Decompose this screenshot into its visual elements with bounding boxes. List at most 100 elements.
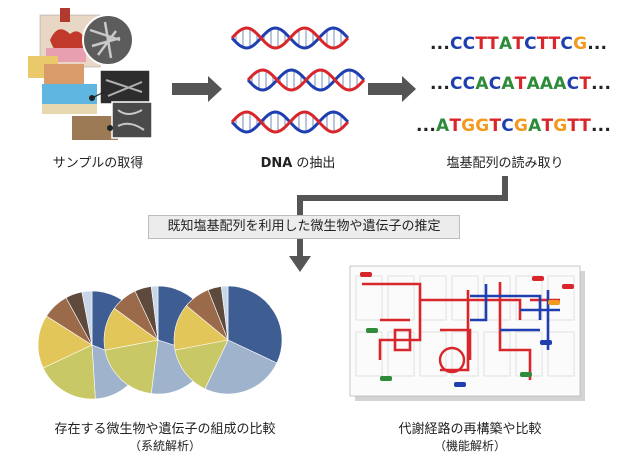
sequence-base: T bbox=[489, 116, 502, 136]
sequence-base: G bbox=[513, 116, 529, 136]
sequence-base: C bbox=[560, 34, 574, 54]
sequence-base: C bbox=[501, 116, 514, 136]
sequence-base: A bbox=[528, 116, 542, 136]
pathway-grid bbox=[483, 331, 511, 377]
pathway-blue bbox=[470, 284, 488, 322]
sequence-base: A bbox=[526, 74, 540, 94]
pie-slice bbox=[150, 285, 159, 341]
sequence-base: C bbox=[488, 74, 502, 94]
sequence-base: T bbox=[475, 34, 488, 54]
pie-slice bbox=[104, 339, 159, 394]
pathway-grid bbox=[451, 331, 479, 377]
label-sample: サンプルの取得 bbox=[52, 156, 144, 171]
label-composition: 存在する微生物や遺伝子の組成の比較 bbox=[54, 422, 276, 437]
sequence-base: T bbox=[567, 116, 580, 136]
sequence-prefix: ... bbox=[430, 34, 450, 54]
pie-slice bbox=[42, 344, 96, 400]
pathway-grid bbox=[387, 331, 415, 377]
sequence-base: C bbox=[566, 74, 580, 94]
pathway-grid bbox=[547, 331, 575, 377]
pathway-marker bbox=[454, 382, 466, 387]
pathway-red bbox=[440, 290, 470, 372]
pathway-red bbox=[362, 282, 470, 302]
sequence-suffix: ... bbox=[587, 34, 608, 54]
sequence-base: G bbox=[573, 34, 588, 54]
sequence-base: T bbox=[579, 116, 591, 136]
sequence-read-3: ...ATGGTCGATGTT... bbox=[416, 116, 611, 136]
pathway-marker bbox=[532, 276, 544, 281]
label-dna-suffix: の抽出 bbox=[292, 156, 336, 171]
dna-helices bbox=[230, 26, 366, 134]
sequence-base: C bbox=[449, 34, 463, 54]
sequence-base: A bbox=[435, 116, 450, 136]
pathway-marker bbox=[380, 376, 392, 381]
sequence-base: T bbox=[487, 34, 499, 54]
pie-slice bbox=[37, 315, 93, 369]
pathway-blue bbox=[470, 294, 542, 320]
pathway-marker bbox=[366, 328, 378, 333]
metabolic-pathway-map-icon bbox=[349, 265, 585, 401]
label-dna-extraction: DNA の抽出 bbox=[228, 152, 368, 171]
pathway-grid bbox=[451, 275, 479, 321]
sequence-read-1: ...CCTTATCTTCG... bbox=[430, 34, 607, 54]
label-composition-sub: （系統解析） bbox=[128, 439, 201, 453]
pathway-red bbox=[440, 328, 472, 360]
sequence-prefix: ... bbox=[416, 116, 436, 136]
sequence-base: T bbox=[541, 116, 554, 136]
pie-slice bbox=[81, 290, 93, 346]
pathway-grid bbox=[419, 331, 447, 377]
pathway-red bbox=[378, 300, 422, 360]
dna-helix-icon bbox=[230, 26, 350, 50]
sequence-suffix: ... bbox=[591, 116, 611, 136]
label-pathway-sub: （機能解析） bbox=[433, 439, 506, 453]
label-dna-prefix: DNA bbox=[260, 156, 293, 171]
sequence-base: A bbox=[501, 74, 515, 94]
pathway-marker bbox=[540, 340, 552, 345]
sequence-read-2: ...CCACATAAACT... bbox=[430, 74, 611, 94]
sequence-prefix: ... bbox=[430, 74, 450, 94]
sequence-base: A bbox=[475, 74, 489, 94]
pie-slice bbox=[204, 339, 278, 395]
pathway-marker bbox=[360, 272, 372, 277]
dna-helix-icon bbox=[230, 110, 350, 134]
estimation-box: 既知塩基配列を利用した微生物や遺伝子の推定 bbox=[148, 215, 460, 239]
sequence-base: G bbox=[475, 116, 490, 136]
sequence-suffix: ... bbox=[591, 74, 612, 94]
sequence-base: C bbox=[462, 34, 476, 54]
sequence-base: G bbox=[553, 116, 568, 136]
sequence-base: T bbox=[548, 34, 561, 54]
pathway-marker bbox=[548, 300, 560, 305]
pathway-cycle bbox=[438, 346, 466, 374]
sequence-base: T bbox=[512, 34, 525, 54]
arrow-down-head bbox=[289, 256, 311, 272]
label-pathway: 代謝経路の再構築や比較 bbox=[398, 422, 542, 437]
dna-helix-icon bbox=[246, 68, 366, 92]
pie-slice bbox=[174, 339, 229, 390]
pie-slice bbox=[227, 285, 283, 364]
pathway-grid bbox=[483, 275, 511, 321]
pathway-marker bbox=[562, 284, 574, 289]
pathway-marker bbox=[520, 372, 532, 377]
sequence-base: T bbox=[514, 74, 527, 94]
arrow-dna-to-seq bbox=[368, 76, 416, 102]
sample-images bbox=[28, 8, 153, 140]
sequence-base: T bbox=[536, 34, 549, 54]
sequence-base: C bbox=[524, 34, 537, 54]
composition-pie-charts bbox=[37, 285, 283, 400]
pie-chart-icon bbox=[173, 285, 283, 395]
arrow-sample-to-dna bbox=[172, 76, 222, 102]
sequence-base: C bbox=[449, 74, 463, 94]
pie-slice bbox=[220, 285, 229, 341]
sequence-base: T bbox=[579, 74, 592, 94]
sequence-base: T bbox=[449, 116, 462, 136]
pathway-red bbox=[498, 282, 532, 380]
pathway-red bbox=[393, 328, 412, 352]
sequence-base: A bbox=[539, 74, 554, 94]
sequence-base: A bbox=[553, 74, 567, 94]
label-sequencing: 塩基配列の読み取り bbox=[446, 156, 564, 171]
sequence-base: A bbox=[498, 34, 513, 54]
pathway-grid bbox=[515, 275, 543, 321]
sequence-base: G bbox=[461, 116, 476, 136]
sequence-base: C bbox=[462, 74, 476, 94]
